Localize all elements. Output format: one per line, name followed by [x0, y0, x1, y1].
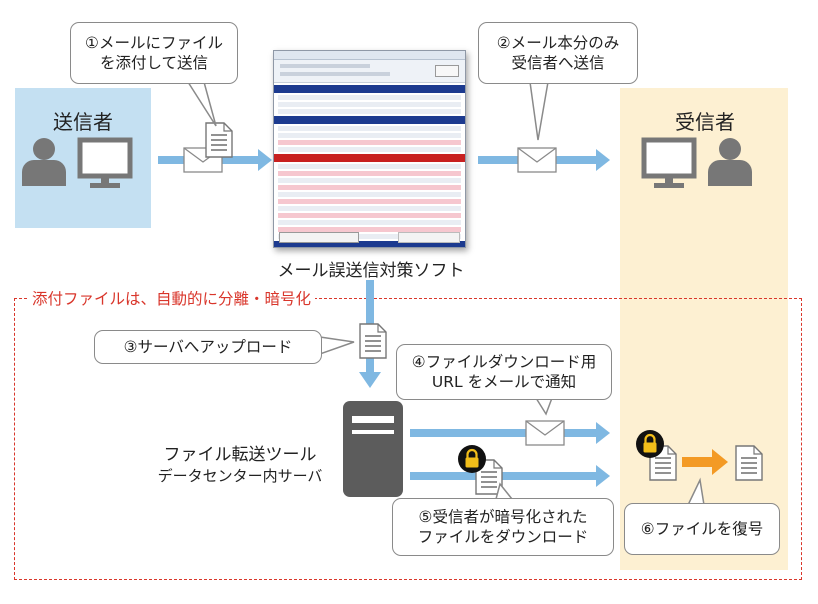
decrypted-document-icon [735, 445, 763, 481]
receiver-person-icon [708, 138, 752, 186]
url-envelope-icon [525, 420, 565, 446]
bubble2-tail [529, 81, 549, 141]
software-label: メール誤送信対策ソフト [277, 261, 465, 281]
receiver-monitor-icon [641, 137, 697, 188]
decrypt-arrow [682, 449, 728, 475]
server-label: ファイル転送ツール データセンター内サーバ [150, 440, 330, 486]
callout-step5-line2: ファイルをダウンロード [417, 528, 589, 546]
arrow-server-to-receiver-file [410, 465, 610, 487]
sender-title: 送信者 [53, 110, 113, 134]
callout-step3: ③サーバへアップロード [94, 330, 322, 364]
callout-step6: ⑥ファイルを復号 [624, 503, 780, 555]
receiver-lock-icon [634, 428, 666, 460]
callout-step4-line2: URL をメールで通知 [431, 373, 577, 391]
sender-person-icon [22, 138, 66, 186]
server-icon [343, 401, 403, 497]
callout-step1-line2: を添付して送信 [99, 54, 209, 72]
upload-document-icon [359, 323, 387, 359]
bubble6-tail [686, 477, 705, 506]
sender-monitor-icon [77, 137, 133, 188]
callout-step3-text: ③サーバへアップロード [123, 338, 293, 356]
callout-step5-line1: ⑤受信者が暗号化された [418, 508, 588, 526]
callout-step2-line1: ②メール本分のみ [496, 34, 620, 52]
callout-step5: ⑤受信者が暗号化された ファイルをダウンロード [392, 498, 614, 556]
encryption-region-label: 添付ファイルは、自動的に分離・暗号化 [28, 287, 316, 309]
arrow-server-to-receiver-url [410, 422, 610, 444]
bubble4-tail [534, 397, 554, 416]
callout-step1: ①メールにファイル を添付して送信 [70, 22, 238, 84]
receiver-title: 受信者 [675, 110, 735, 134]
callout-step1-line1: ①メールにファイル [85, 34, 223, 52]
attached-document-icon [205, 122, 233, 158]
bubble3-tail [319, 336, 355, 356]
callout-step2-line2: 受信者へ送信 [511, 54, 605, 72]
server-label-line2: データセンター内サーバ [157, 467, 323, 485]
server-label-line1: ファイル転送ツール [163, 445, 317, 465]
software-screenshot [273, 50, 466, 248]
callout-step2: ②メール本分のみ 受信者へ送信 [478, 22, 638, 84]
envelope-icon-2 [517, 147, 557, 173]
encryption-region [14, 298, 802, 580]
callout-step4-line1: ④ファイルダウンロード用 [411, 353, 597, 371]
lock-icon [456, 443, 488, 475]
callout-step6-text: ⑥ファイルを復号 [640, 520, 764, 538]
callout-step4: ④ファイルダウンロード用 URL をメールで通知 [396, 344, 612, 400]
bubble1-tail [186, 81, 217, 127]
